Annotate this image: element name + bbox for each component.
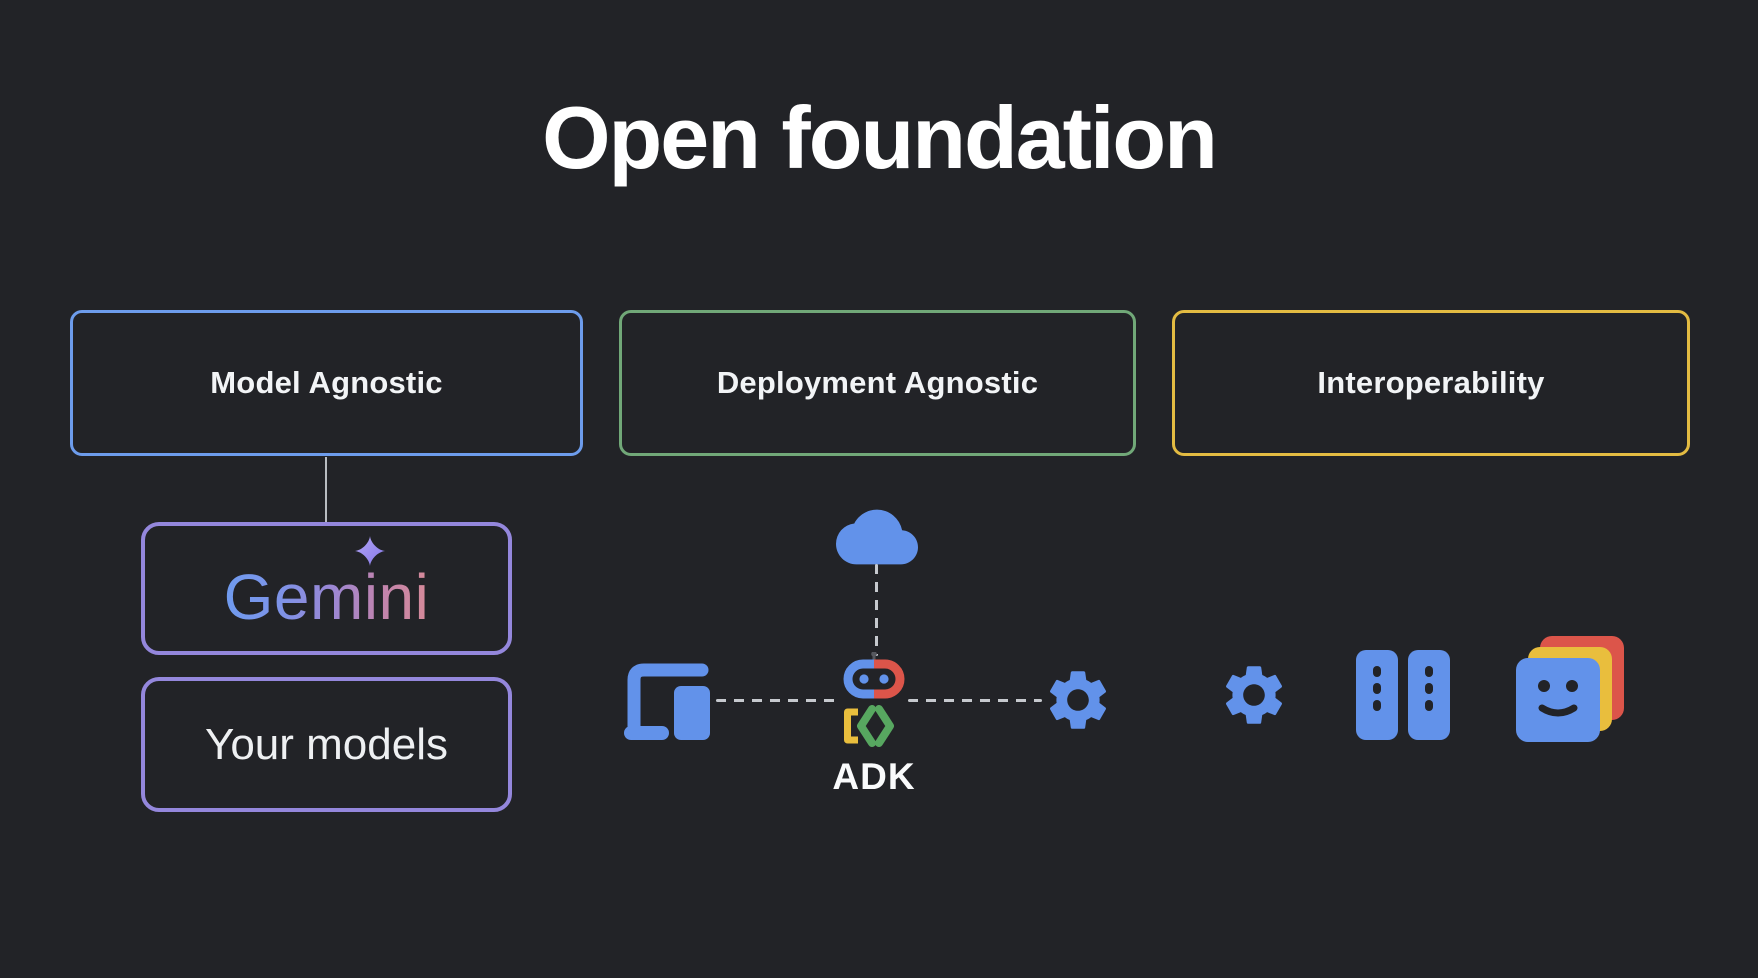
cloud-icon bbox=[836, 509, 918, 565]
dashed-line-cloud-to-adk bbox=[875, 564, 878, 656]
adk-robot-icon bbox=[843, 652, 905, 747]
gemini-wordmark: Gemini bbox=[223, 560, 430, 633]
gear-icon-2 bbox=[1225, 666, 1283, 724]
box-deployment-agnostic-label: Deployment Agnostic bbox=[716, 365, 1039, 400]
box-gemini: Gemini bbox=[141, 522, 512, 655]
box-model-agnostic: Model Agnostic bbox=[70, 310, 583, 456]
dashed-line-adk-to-gear bbox=[908, 699, 1042, 702]
box-model-agnostic-label: Model Agnostic bbox=[210, 365, 443, 400]
gear-icon bbox=[1049, 671, 1107, 729]
sparkle-icon bbox=[355, 536, 385, 566]
box-interoperability: Interoperability bbox=[1172, 310, 1690, 456]
page-title: Open foundation bbox=[542, 88, 1218, 187]
devices-icon bbox=[624, 663, 710, 740]
box-your-models: Your models bbox=[141, 677, 512, 812]
connector-line bbox=[325, 457, 327, 523]
adk-label: ADK bbox=[832, 756, 916, 797]
box-interoperability-label: Interoperability bbox=[1317, 365, 1545, 400]
your-models-label: Your models bbox=[205, 719, 448, 769]
dashed-line-devices-to-adk bbox=[716, 699, 838, 702]
box-deployment-agnostic: Deployment Agnostic bbox=[619, 310, 1136, 456]
agent-cards-icon bbox=[1516, 636, 1624, 742]
server-racks-icon bbox=[1356, 650, 1450, 740]
